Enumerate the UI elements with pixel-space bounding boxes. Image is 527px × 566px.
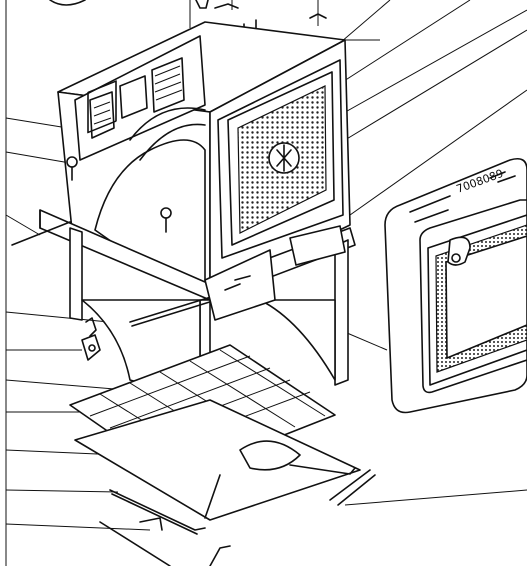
left-clip — [85, 317, 97, 337]
round-cap-part — [49, 0, 86, 6]
outer-front-door: 7008089 — [384, 157, 527, 414]
inner-door — [217, 59, 344, 259]
bottom-clips — [99, 464, 376, 566]
bottom-plate — [74, 399, 361, 521]
